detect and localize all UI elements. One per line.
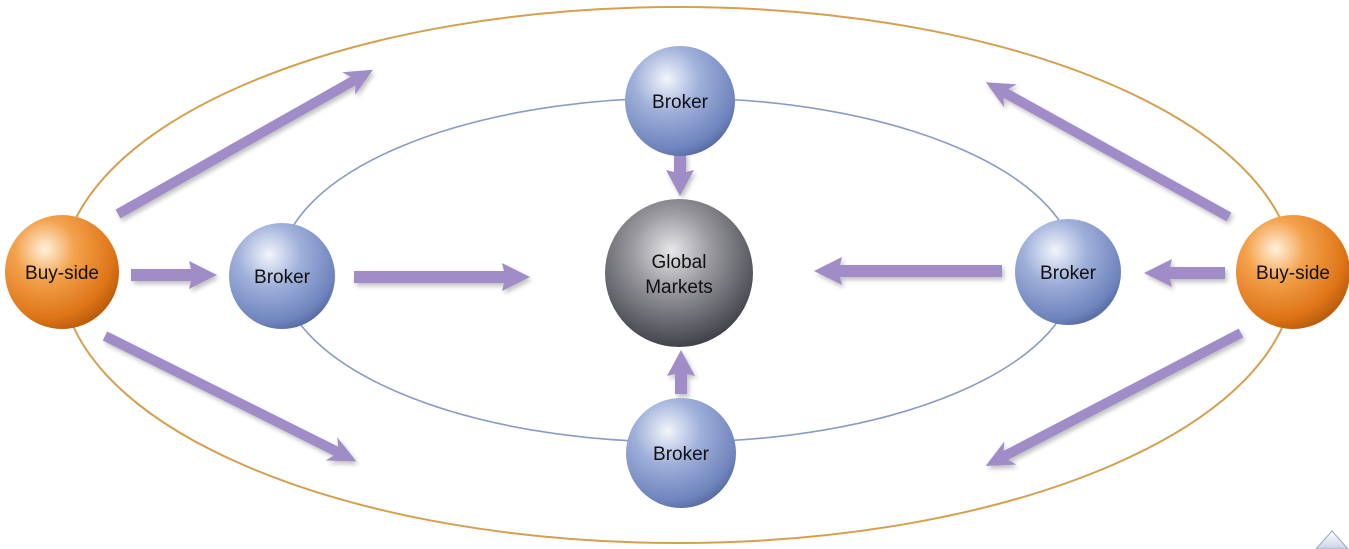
node-broker-bottom: Broker — [626, 398, 736, 508]
broker-right-label: Broker — [1040, 263, 1097, 284]
broker-left-label: Broker — [254, 267, 311, 288]
buy-side-sphere — [5, 215, 119, 329]
node-buy-side-right: Buy-side — [1236, 215, 1349, 329]
arrow-broker-top-to-center — [666, 152, 694, 196]
arrow-buyside-left-down — [102, 331, 357, 462]
node-global-markets: Global Markets — [605, 199, 753, 347]
node-broker-right: Broker — [1015, 219, 1121, 325]
arrow-buyside-right-down — [985, 328, 1244, 466]
node-broker-top: Broker — [625, 46, 735, 156]
broker-bottom-label: Broker — [653, 444, 710, 465]
arrow-broker-right-to-center — [814, 257, 1002, 285]
broker-sphere — [625, 46, 735, 156]
arrow-buyside-right-to-broker — [1144, 259, 1225, 287]
global-markets-sphere — [605, 199, 753, 347]
arrow-buyside-left-up — [115, 69, 374, 219]
global-markets-label-line1: Global — [652, 252, 707, 273]
arrow-buyside-left-to-broker — [131, 261, 217, 289]
global-markets-label-line2: Markets — [645, 277, 713, 298]
triangle-up-icon[interactable] — [1315, 530, 1349, 549]
node-buy-side-left: Buy-side — [5, 215, 119, 329]
broker-sphere — [1015, 219, 1121, 325]
arrow-broker-left-to-center — [354, 263, 530, 291]
arrow-broker-bottom-to-center — [667, 350, 695, 394]
broker-top-label: Broker — [652, 92, 709, 113]
broker-sphere — [229, 223, 335, 329]
buy-side-left-label: Buy-side — [25, 263, 99, 284]
buy-side-sphere — [1236, 215, 1349, 329]
buy-side-right-label: Buy-side — [1256, 263, 1330, 284]
arrow-buyside-right-up — [985, 82, 1232, 222]
node-broker-left: Broker — [229, 223, 335, 329]
flow-arrows — [102, 69, 1244, 466]
broker-sphere — [626, 398, 736, 508]
